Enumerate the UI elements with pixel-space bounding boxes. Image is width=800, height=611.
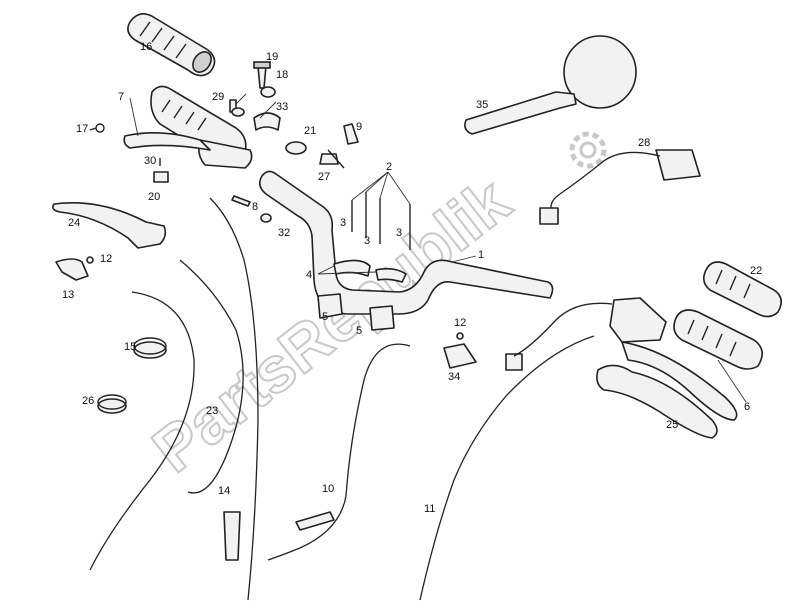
- label-17: 17: [76, 123, 88, 135]
- label-23: 23: [206, 405, 218, 417]
- label-7: 7: [118, 91, 124, 103]
- part-handlebar: [258, 170, 554, 331]
- label-15: 15: [124, 341, 136, 353]
- label-6: 6: [744, 401, 750, 413]
- part-bracket-center: [443, 332, 523, 371]
- part-screws-top: [229, 61, 281, 131]
- label-13: 13: [62, 289, 74, 301]
- label-3c: 3: [396, 227, 402, 239]
- label-24: 24: [68, 217, 80, 229]
- part-hose-clamps: [97, 337, 167, 414]
- part-small-clips: [89, 123, 169, 183]
- part-brake-lever-right: [596, 297, 738, 439]
- part-switch-right: [539, 149, 701, 225]
- label-21: 21: [304, 125, 316, 137]
- cable-13-long: [89, 291, 195, 571]
- label-27: 27: [318, 171, 330, 183]
- part-grip-left: [127, 13, 216, 77]
- label-3a: 3: [340, 217, 346, 229]
- gear-logo-icon: [569, 131, 607, 169]
- cable-11: [419, 335, 595, 601]
- label-9: 9: [356, 121, 362, 133]
- label-34: 34: [448, 371, 460, 383]
- label-5b: 5: [356, 325, 362, 337]
- label-3b: 3: [364, 235, 370, 247]
- label-33: 33: [276, 101, 288, 113]
- label-20: 20: [148, 191, 160, 203]
- label-10: 10: [322, 483, 334, 495]
- callout-labels: 1 2 3 3 3 4 5 5 6 7 8 9 10 11 12 12 13 1…: [62, 41, 762, 515]
- label-14: 14: [218, 485, 230, 497]
- label-4: 4: [306, 269, 312, 281]
- label-30: 30: [144, 155, 156, 167]
- part-screws-mid: [231, 195, 272, 223]
- part-grips-right: [673, 261, 782, 370]
- part-throttle-assembly: [123, 85, 253, 169]
- label-2: 2: [386, 161, 392, 173]
- label-16: 16: [140, 41, 152, 53]
- label-5a: 5: [322, 311, 328, 323]
- label-18: 18: [276, 69, 288, 81]
- label-8: 8: [252, 201, 258, 213]
- label-26: 26: [82, 395, 94, 407]
- leader-lines: [129, 93, 747, 403]
- label-29: 29: [212, 91, 224, 103]
- cables: [89, 197, 613, 601]
- cable-14: [209, 197, 259, 601]
- cable-lever-right: [513, 302, 613, 357]
- label-35: 35: [476, 99, 488, 111]
- label-19: 19: [266, 51, 278, 63]
- cable-23: [179, 259, 244, 494]
- part-lever-left: [52, 202, 167, 249]
- part-lever-bracket-left: [55, 256, 94, 281]
- label-12a: 12: [100, 253, 112, 265]
- label-25: 25: [666, 419, 678, 431]
- label-32: 32: [278, 227, 290, 239]
- part-mirror: [464, 35, 637, 135]
- part-switch-parts: [285, 123, 359, 169]
- cable-10: [267, 343, 411, 561]
- label-28: 28: [638, 137, 650, 149]
- label-22: 22: [750, 265, 762, 277]
- label-1: 1: [478, 249, 484, 261]
- label-11: 11: [424, 503, 435, 515]
- label-12b: 12: [454, 317, 466, 329]
